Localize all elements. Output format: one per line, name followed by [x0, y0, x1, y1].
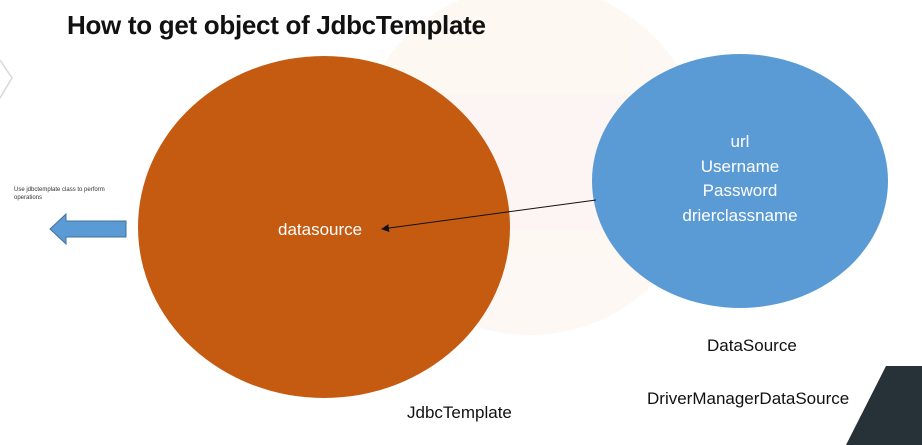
property-username: Username [700, 156, 780, 176]
property-driverclassname: drierclassname [682, 205, 798, 225]
usage-note: Use jdbctemplate class to perform operat… [14, 187, 105, 201]
property-url: url [730, 132, 750, 151]
jdbctemplate-circle [138, 56, 510, 398]
jdbctemplate-caption: JdbcTemplate [407, 403, 512, 422]
left-edge-chevron [0, 59, 13, 99]
corner-decoration [846, 366, 922, 445]
jdbc-inner-label: datasource [278, 220, 363, 239]
left-arrow-icon [49, 212, 127, 246]
page-title: How to get object of JdbcTemplate [67, 10, 486, 40]
connector-arrow [381, 199, 597, 233]
drivermanager-caption: DriverManagerDataSource [647, 389, 850, 408]
datasource-caption: DataSource [707, 336, 797, 355]
datasource-properties: url Username Password drierclassname [640, 130, 840, 228]
datasource-circle [592, 54, 888, 308]
property-password: Password [702, 181, 778, 200]
